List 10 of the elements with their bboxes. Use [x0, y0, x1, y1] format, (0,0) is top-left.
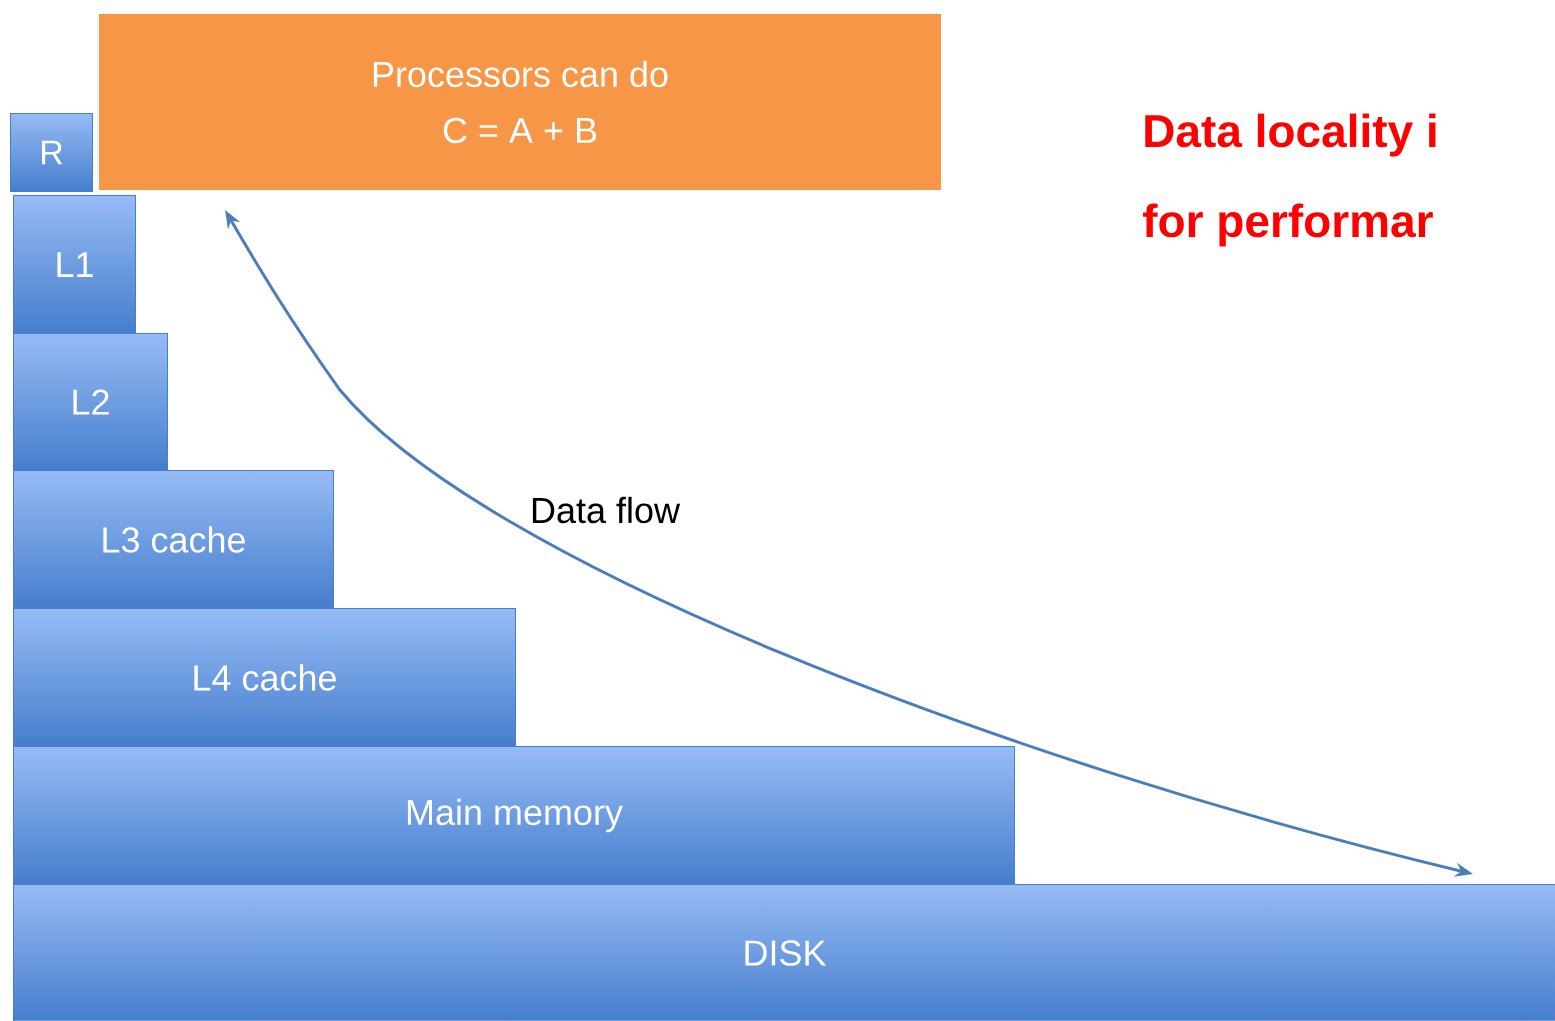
memory-level-box: L1 — [13, 195, 136, 334]
memory-level-box: L4 cache — [13, 608, 516, 747]
heading-text: Data locality i — [1145, 113, 1436, 157]
memory-level-box: Main memory — [13, 746, 1015, 885]
processor-box: Processors can do C = A + B — [95, 10, 945, 194]
memory-level-box: DISK — [13, 884, 1555, 1021]
heading-text: for performar — [1143, 203, 1433, 247]
memory-level-box: R — [10, 113, 93, 192]
edge-label: Data flow — [532, 496, 681, 524]
memory-level-box: L2 — [13, 333, 168, 471]
